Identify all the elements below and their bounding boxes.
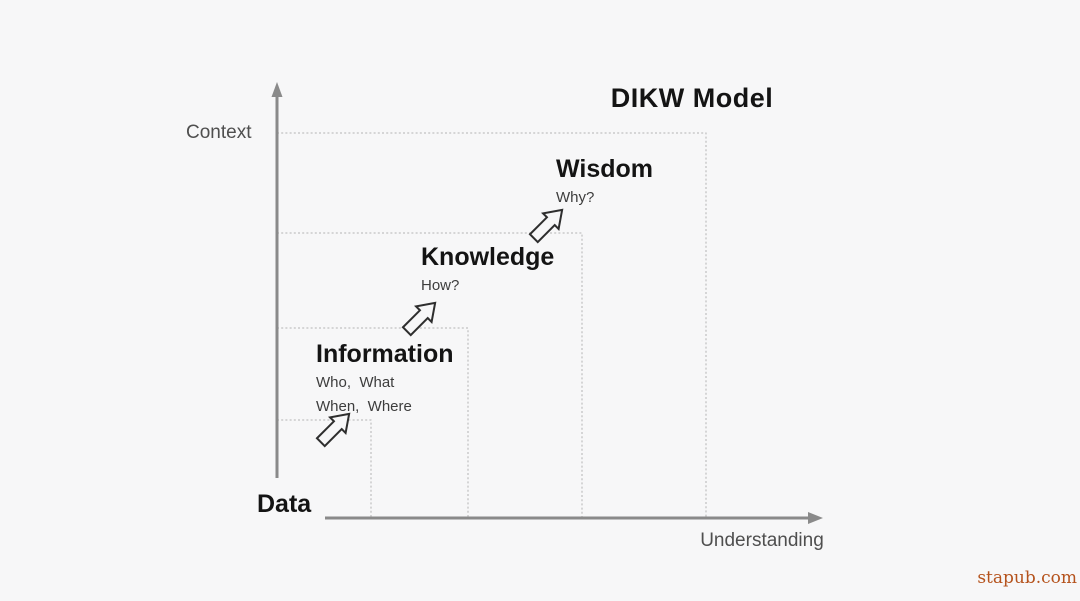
x-axis-label: Understanding xyxy=(700,530,824,551)
level-question: Why? xyxy=(556,188,595,206)
diagram-title: DIKW Model xyxy=(610,83,774,113)
level-question: When, Where xyxy=(316,397,412,415)
level-label-information: Information xyxy=(316,340,454,368)
step-outline-data xyxy=(277,419,372,517)
step-outline-information xyxy=(277,327,469,517)
ne-arrow-icon-data-to-information xyxy=(315,412,351,448)
level-label-knowledge: Knowledge xyxy=(421,243,555,271)
level-information: Information Who, What When, Where xyxy=(316,340,454,417)
level-question: Who, What xyxy=(316,373,395,391)
watermark: stapub.com xyxy=(977,568,1077,588)
level-knowledge: Knowledge How? xyxy=(421,243,555,296)
step-outline-wisdom xyxy=(277,132,707,517)
level-wisdom: Wisdom Why? xyxy=(556,155,653,208)
level-question: How? xyxy=(421,276,460,294)
ne-arrow-icon-knowledge-to-wisdom xyxy=(528,208,564,244)
x-axis-arrowhead-icon xyxy=(808,512,823,524)
y-axis-arrowhead-icon xyxy=(271,82,283,97)
level-label-data: Data xyxy=(257,490,312,518)
step-outline-knowledge xyxy=(277,232,583,517)
ne-arrow-icon-information-to-knowledge xyxy=(401,301,437,337)
level-label-wisdom: Wisdom xyxy=(556,155,653,183)
y-axis-label: Context xyxy=(186,122,252,143)
